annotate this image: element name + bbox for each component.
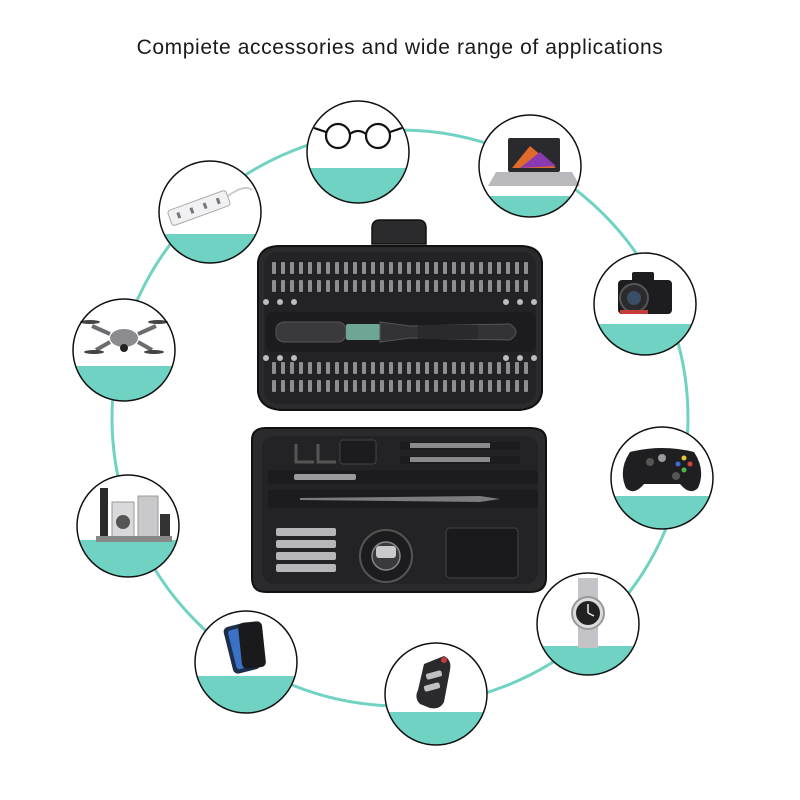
smartphone-icon (223, 621, 266, 674)
power-strip-icon (167, 187, 253, 226)
game-controller-icon (622, 448, 702, 492)
drone-icon (80, 320, 168, 354)
glasses-icon (313, 122, 403, 150)
screwdriver-kit-case (251, 219, 547, 593)
bottom-tray (268, 439, 538, 583)
camera-icon (618, 272, 672, 314)
application-camera (593, 252, 697, 356)
application-drone (72, 298, 176, 402)
application-home-appliances (76, 474, 180, 578)
home-appliances-icon (96, 488, 172, 542)
screwdriver-handle (275, 321, 517, 343)
application-laptop (478, 114, 582, 218)
application-glasses (306, 100, 410, 204)
application-game-controller (610, 426, 714, 530)
bit-rows-top (272, 262, 528, 392)
car-key-icon (416, 656, 451, 709)
application-power-strip (158, 160, 262, 264)
laptop-icon (488, 138, 580, 186)
watch-icon (571, 578, 605, 648)
application-car-key (384, 642, 488, 746)
page-title: Compiete accessories and wide range of a… (136, 36, 664, 59)
application-smartphone (194, 610, 298, 714)
